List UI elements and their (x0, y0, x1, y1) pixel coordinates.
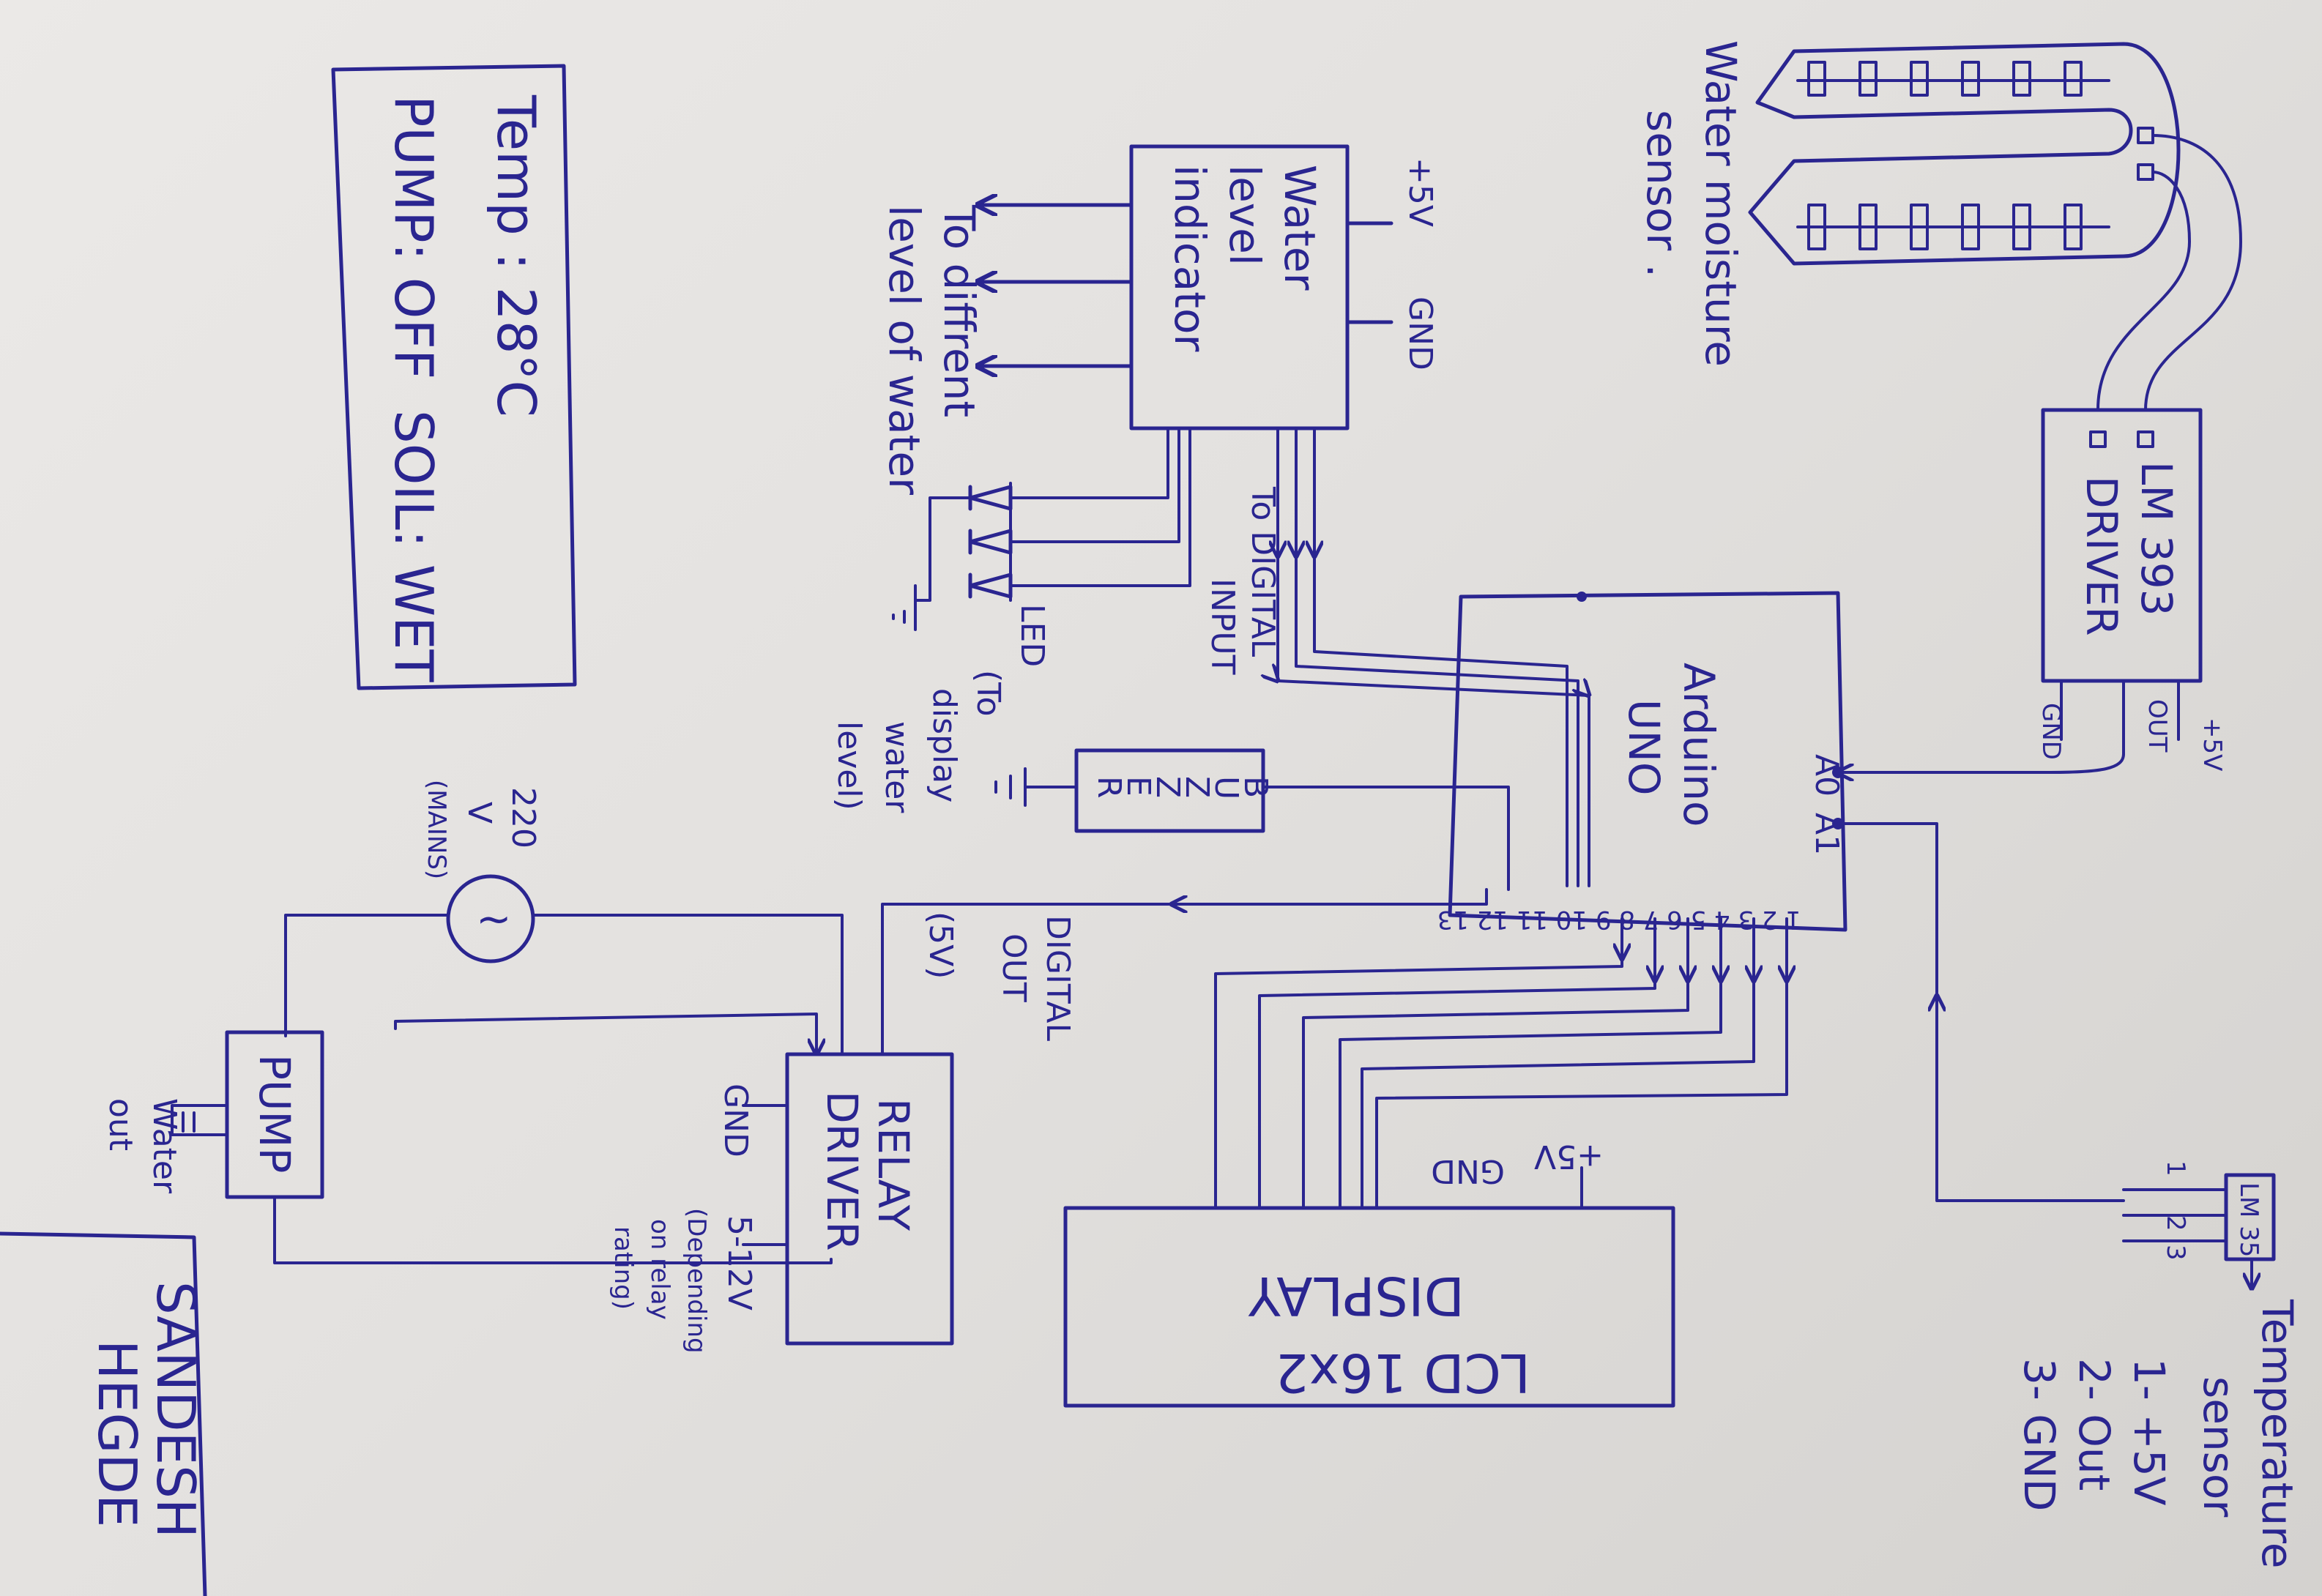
pump-label: PUMP (250, 1054, 299, 1173)
water-moisture-sensor: Water moisture sensor . (1637, 40, 2242, 411)
buzzer-letter: E (1120, 776, 1157, 797)
relay-supply-2: (Depending (682, 1208, 711, 1354)
led-note-2: (To (970, 670, 1007, 717)
buzzer-letter: Z (1178, 776, 1216, 798)
water-level-5v: +5V (1402, 157, 1439, 227)
lm35-pin1: 1 (2161, 1160, 2190, 1177)
ac-source-icon (446, 874, 535, 963)
leds: LED (To display water level) (830, 482, 1051, 813)
author-line2: HEGDE (86, 1340, 148, 1527)
water-level-box (1129, 144, 1350, 430)
lm393-out: OUT (2143, 699, 2172, 753)
arduino-box (1448, 591, 1847, 932)
digital-out-3: (5V) (922, 911, 959, 979)
mains-source: ~ 220 V (MAINS) (284, 780, 844, 1056)
arduino-uno: Arduino UNO A0 A1 1 2 3 4 5 6 7 8 9 10 1… (1437, 591, 1979, 934)
pump-water-out-2: out (102, 1098, 139, 1151)
relay-driver: RELAY DRIVER GND 5-12V (Depending on rel… (609, 888, 1488, 1354)
arduino-line1: Arduino (1674, 663, 1724, 827)
ac-symbol: ~ (476, 894, 512, 944)
lm35-box (2224, 1173, 2276, 1261)
buzzer-letter: Z (1149, 776, 1186, 798)
pump: PUMP Water out (102, 1013, 833, 1264)
mains-line2: V (461, 802, 498, 824)
sensor-comb-top (1796, 61, 2110, 97)
lcd-display-line1: LCD 16x2 (1275, 1342, 1530, 1403)
sensor-comb-bottom (1796, 204, 2110, 250)
lm35-legend-1: 1- +5V (2124, 1358, 2174, 1506)
lm393-line1: LM 393 (2132, 461, 2181, 616)
lcd-sketch-line1: Temp : 28°C (485, 94, 547, 417)
buzzer-letter: U (1207, 776, 1245, 799)
lm35-legend-2: 2- Out (2069, 1358, 2119, 1491)
relay-box (785, 1052, 954, 1346)
relay-line2: DRIVER (817, 1091, 867, 1251)
digital-out-2: OUT (995, 933, 1032, 1002)
to-digital-2: INPUT (1204, 578, 1241, 675)
water-level-outputs-2: level of water (879, 205, 929, 495)
lm393-line2: DRIVER (2077, 476, 2126, 636)
led-note-5: level) (830, 721, 868, 810)
arduino-line2: UNO (1619, 699, 1669, 796)
lm393-driver: LM 393 DRIVER GND OUT +5V (1976, 408, 2227, 774)
buzzer-box (1074, 748, 1265, 833)
water-level-outputs-1: To diffrent (934, 204, 984, 417)
relay-gnd: GND (717, 1084, 754, 1157)
water-level-title-2: level (1220, 165, 1270, 266)
led-ground-icon (892, 584, 917, 631)
lm35-legend-title-2: sensor (2194, 1376, 2244, 1517)
lcd-sketch-line3: SOIL: WET (383, 410, 444, 683)
lcd-display-gnd: GND (1431, 1152, 1505, 1190)
to-digital-1: To DIGITAL (1244, 486, 1281, 657)
lm35-label: LM 35 (2234, 1182, 2263, 1257)
relay-supply-3: on relay (645, 1219, 674, 1320)
pump-water-out-1: Water (146, 1098, 183, 1194)
lm35-legend-3: 3- GND (2014, 1358, 2064, 1511)
lcd-sketch-line2: PUMP: OFF (383, 95, 444, 379)
lm35-pin3: 3 (2161, 1245, 2190, 1261)
led-3-icon (968, 573, 1013, 599)
lcd-sketch: Temp : 28°C PUMP: OFF SOIL: WET (331, 64, 577, 690)
led-note-4: water (878, 721, 915, 813)
author-block: SANDESH HEGDE (0, 1231, 207, 1596)
buzzer-letter: R (1090, 776, 1128, 799)
lm35-legend-title-1: Temperature (2252, 1299, 2302, 1568)
relay-supply-4: rating) (609, 1226, 638, 1310)
lm393-5v: +5V (2198, 717, 2227, 771)
led-note-1: LED (1013, 604, 1051, 667)
lm35-sensor: LM 35 1 2 3 Temperature sensor 1- +5V 2-… (1837, 822, 2302, 1568)
water-level-indicator: Water level indicator +5V GND To diffren… (879, 144, 1589, 887)
relay-line1: RELAY (868, 1098, 918, 1231)
mains-line1: 220 (505, 787, 542, 849)
lcd-display-5v: +5V (1534, 1138, 1604, 1175)
author-line1: SANDESH (145, 1281, 206, 1538)
lm35-pin2: 2 (2161, 1215, 2190, 1231)
mains-line3: (MAINS) (422, 780, 451, 879)
water-level-title-1: Water (1275, 165, 1325, 291)
water-level-gnd: GND (1402, 297, 1439, 370)
lm393-box (2041, 408, 2203, 683)
buzzer-letter: B (1237, 776, 1274, 798)
relay-supply-1: 5-12V (721, 1215, 758, 1310)
arduino-digital-pins: 1 2 3 4 5 6 7 8 9 10 11 12 13 (1437, 905, 1801, 934)
lcd-display: LCD 16x2 DISPLAY +5V GND (1063, 917, 1787, 1408)
lcd-display-line2: DISPLAY (1248, 1265, 1465, 1327)
digital-out-1: DIGITAL (1039, 915, 1076, 1041)
moisture-title-2: sensor . (1637, 110, 1687, 277)
buzzer-ground-icon (994, 767, 1078, 807)
led-note-3: display (926, 688, 963, 802)
led-1-icon (968, 485, 1013, 511)
water-level-title-3: indicator (1165, 165, 1215, 351)
lm393-gnd: GND (2036, 703, 2066, 760)
lcd-display-box (1063, 1206, 1675, 1408)
pump-outlet-icon (171, 1104, 228, 1136)
led-2-icon (968, 529, 1013, 555)
moisture-title-1: Water moisture (1696, 40, 1746, 367)
